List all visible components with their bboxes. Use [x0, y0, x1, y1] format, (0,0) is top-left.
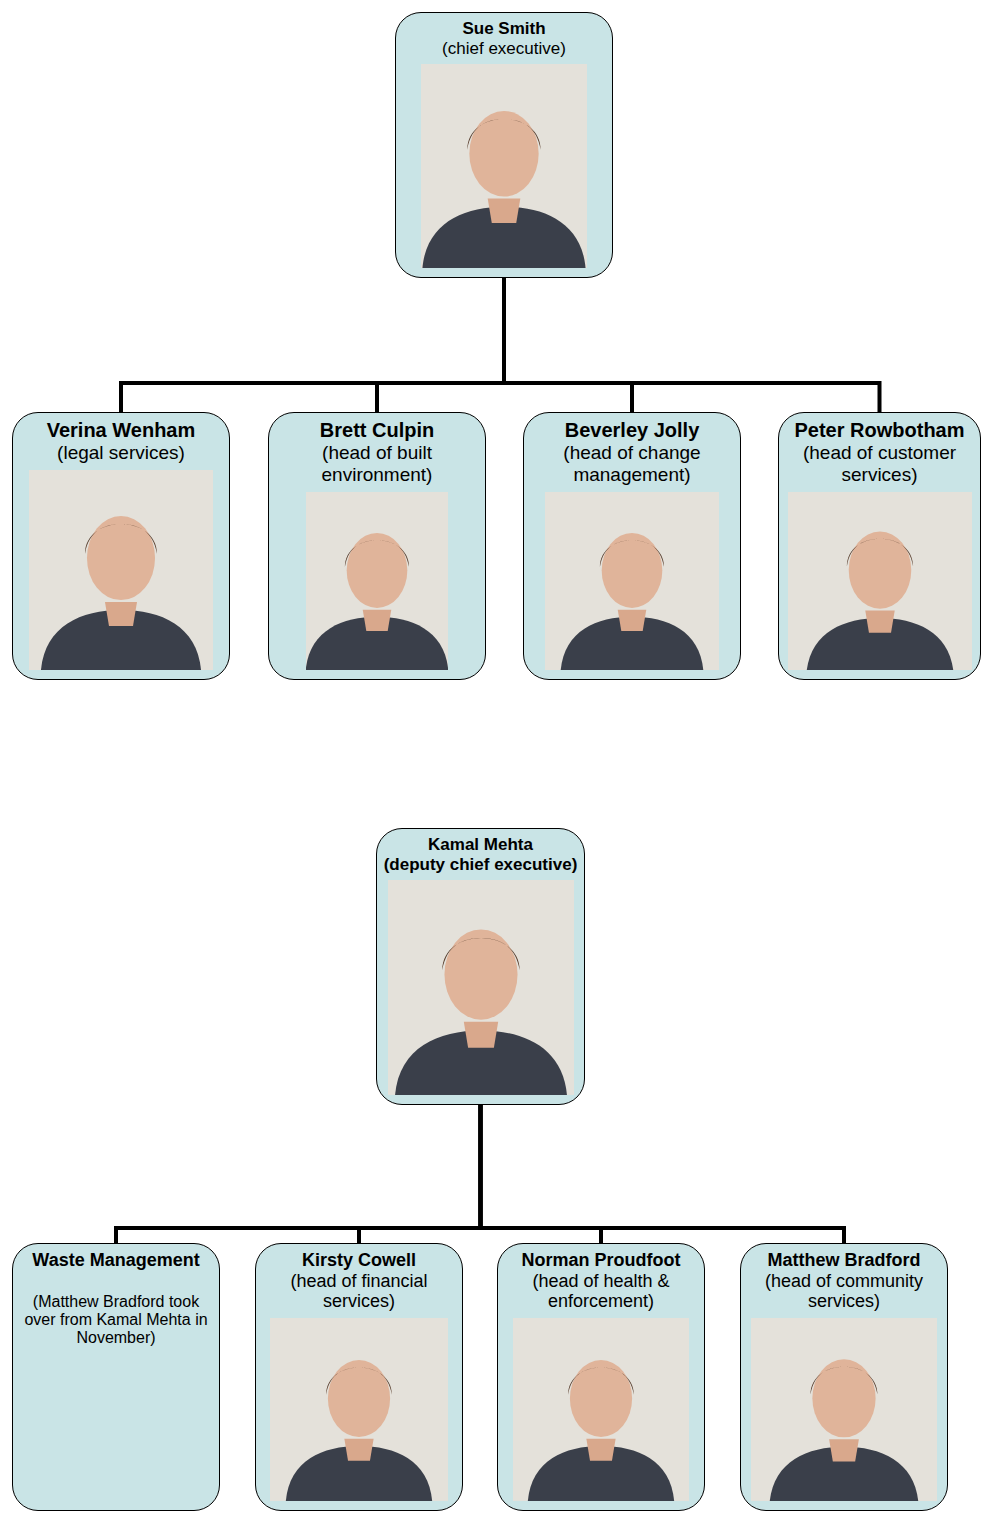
role-text: (deputy chief executive) — [383, 855, 578, 875]
org-connector — [121, 278, 504, 412]
person-name: Beverley Jolly — [530, 419, 734, 442]
person-name: Kirsty Cowell — [262, 1250, 456, 1271]
role-text: (chief executive) — [402, 39, 606, 59]
org-connector — [504, 278, 880, 412]
portrait-photo — [751, 1318, 937, 1501]
portrait-photo — [421, 64, 587, 268]
portrait-photo — [545, 492, 719, 670]
role-text: (head of change management) — [530, 442, 734, 486]
person-name: Peter Rowbotham — [785, 419, 974, 442]
role-text: (head of financial services) — [262, 1271, 456, 1312]
person-name: Brett Culpin — [275, 419, 479, 442]
person-box: Waste Management (Matthew Bradford took o… — [12, 1243, 220, 1511]
person-name: Verina Wenham — [19, 419, 223, 442]
person-box: Beverley Jolly(head of change management… — [523, 412, 741, 680]
person-box: Peter Rowbotham(head of customer service… — [778, 412, 981, 680]
role-text: (head of built environment) — [275, 442, 479, 486]
org-connector — [504, 278, 632, 412]
portrait-figure — [788, 492, 972, 670]
portrait-figure — [545, 492, 719, 670]
org-connector — [116, 1105, 481, 1243]
portrait-photo — [270, 1318, 448, 1501]
portrait-figure — [513, 1318, 689, 1501]
person-name: Norman Proudfoot — [504, 1250, 698, 1271]
portrait-figure — [270, 1318, 448, 1501]
portrait-photo — [306, 492, 448, 670]
portrait-photo — [388, 880, 574, 1095]
portrait-figure — [421, 64, 587, 268]
person-box: Kirsty Cowell(head of financial services… — [255, 1243, 463, 1511]
org-connector — [481, 1105, 602, 1243]
portrait-photo — [29, 470, 213, 670]
portrait-photo — [513, 1318, 689, 1501]
org-connector — [377, 278, 504, 412]
person-box: Brett Culpin(head of built environment) — [268, 412, 486, 680]
org-connector — [359, 1105, 481, 1243]
person-box: Matthew Bradford(head of community servi… — [740, 1243, 948, 1511]
person-box: Kamal Mehta(deputy chief executive) — [376, 828, 585, 1105]
role-text: (legal services) — [19, 442, 223, 464]
role-text: (head of community services) — [747, 1271, 941, 1312]
portrait-figure — [388, 880, 574, 1095]
org-connector — [481, 1105, 845, 1243]
person-box: Norman Proudfoot(head of health & enforc… — [497, 1243, 705, 1511]
portrait-figure — [306, 492, 448, 670]
portrait-figure — [751, 1318, 937, 1501]
person-name: Kamal Mehta — [383, 835, 578, 855]
portrait-photo — [788, 492, 972, 670]
role-text: (head of customer services) — [785, 442, 974, 486]
person-name: Waste Management — [19, 1250, 213, 1271]
person-name: Matthew Bradford — [747, 1250, 941, 1271]
person-box: Verina Wenham(legal services) — [12, 412, 230, 680]
person-box: Sue Smith(chief executive) — [395, 12, 613, 278]
role-text: (head of health & enforcement) — [504, 1271, 698, 1312]
portrait-figure — [29, 470, 213, 670]
person-name: Sue Smith — [402, 19, 606, 39]
role-text: (Matthew Bradford took over from Kamal M… — [19, 1293, 213, 1348]
